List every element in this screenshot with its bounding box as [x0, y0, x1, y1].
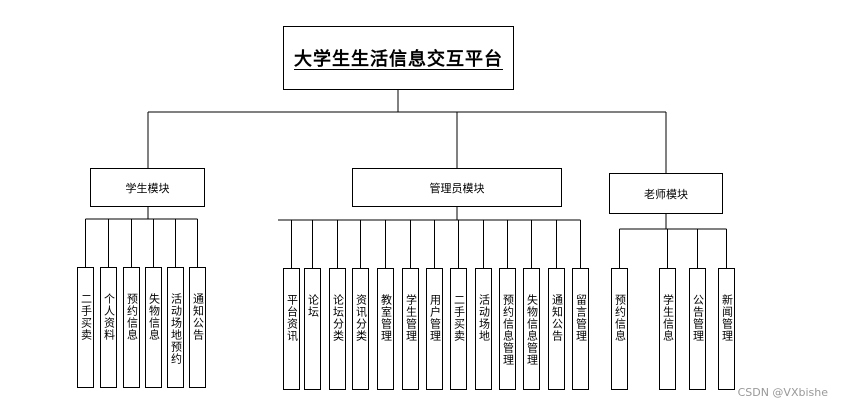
leaf-box: 留言管理 — [572, 268, 589, 390]
title-box: 大学生生活信息交互平台 — [283, 26, 514, 90]
watermark: CSDN @VXbishe — [737, 386, 828, 399]
leaf-label: 个人资料 — [102, 293, 116, 341]
leaf-box: 资讯分类 — [352, 268, 369, 390]
leaf-box: 预约信息管理 — [499, 268, 516, 390]
leaf-label: 论坛 — [306, 294, 320, 318]
admin-module-label: 管理员模块 — [429, 181, 485, 195]
leaf-box: 学生信息 — [659, 268, 676, 390]
leaf-box: 失物信息 — [145, 267, 162, 388]
leaf-label: 预约信息管理 — [501, 294, 515, 366]
leaf-label: 二手买卖 — [452, 294, 466, 342]
leaf-label: 新闻管理 — [720, 294, 734, 342]
leaf-box: 公告管理 — [689, 268, 706, 390]
leaf-label: 失物信息管理 — [525, 294, 539, 366]
leaf-box: 活动场地 — [475, 268, 492, 390]
leaf-label: 失物信息 — [147, 293, 161, 341]
student-module-label: 学生模块 — [125, 181, 170, 195]
leaf-box: 新闻管理 — [718, 268, 735, 390]
leaf-label: 论坛分类 — [331, 294, 345, 342]
leaf-box: 学生管理 — [402, 268, 419, 390]
leaf-label: 资讯分类 — [354, 294, 368, 342]
leaf-box: 通知公告 — [548, 268, 565, 390]
leaf-label: 活动场地 — [477, 294, 491, 342]
leaf-label: 活动场地预约 — [169, 293, 183, 365]
leaf-box: 活动场地预约 — [167, 267, 184, 388]
admin-module-box: 管理员模块 — [352, 168, 562, 207]
leaf-box: 失物信息管理 — [523, 268, 540, 390]
leaf-label: 留言管理 — [574, 294, 588, 342]
leaf-box: 平台资讯 — [283, 268, 300, 390]
page-title: 大学生生活信息交互平台 — [294, 49, 503, 70]
leaf-label: 学生信息 — [661, 294, 675, 342]
leaf-label: 通知公告 — [191, 293, 205, 341]
leaf-label: 预约信息 — [613, 294, 627, 342]
leaf-box: 预约信息 — [123, 267, 140, 388]
leaf-label: 二手买卖 — [79, 293, 93, 341]
leaf-box: 二手买卖 — [450, 268, 467, 390]
leaf-label: 公告管理 — [691, 294, 705, 342]
leaf-box: 教室管理 — [377, 268, 394, 390]
leaf-box: 二手买卖 — [77, 267, 94, 388]
leaf-label: 通知公告 — [550, 294, 564, 342]
leaf-box: 个人资料 — [100, 267, 117, 388]
teacher-module-label: 老师模块 — [644, 187, 688, 201]
leaf-box: 用户管理 — [426, 268, 443, 390]
leaf-label: 平台资讯 — [285, 294, 299, 342]
leaf-box: 通知公告 — [189, 267, 206, 388]
leaf-label: 学生管理 — [404, 294, 418, 342]
leaf-label: 预约信息 — [125, 293, 139, 341]
student-module-box: 学生模块 — [90, 168, 205, 207]
leaf-box: 论坛 — [304, 268, 321, 390]
leaf-label: 用户管理 — [428, 294, 442, 342]
leaf-box: 论坛分类 — [329, 268, 346, 390]
leaf-box: 预约信息 — [611, 268, 628, 390]
teacher-module-box: 老师模块 — [609, 173, 723, 214]
leaf-label: 教室管理 — [379, 294, 393, 342]
